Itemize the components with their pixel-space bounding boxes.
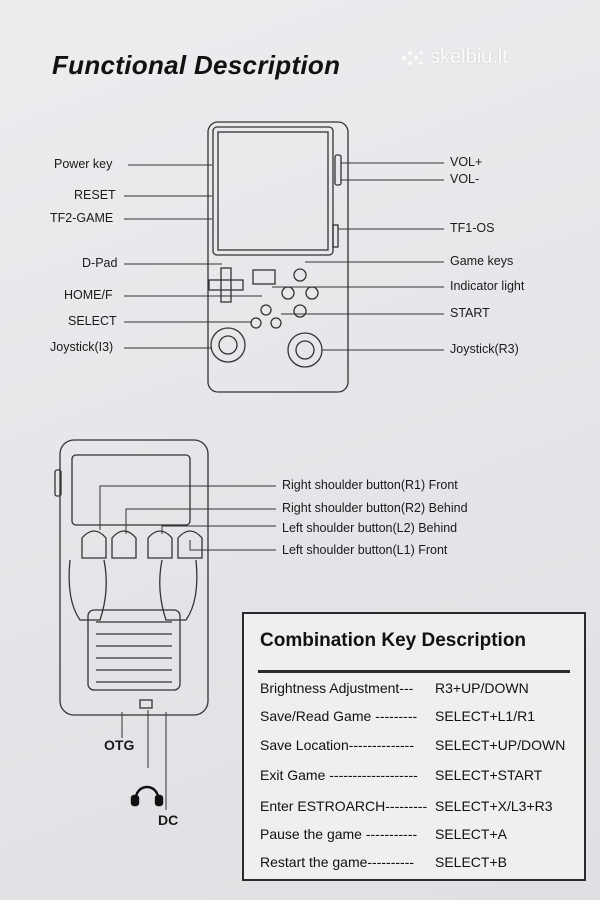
combo-dash: ---------: [385, 798, 428, 814]
combo-row: Brightness Adjustment--- R3+UP/DOWN: [260, 680, 529, 696]
combo-row: Enter ESTROARCH--------- SELECT+X/L3+R3: [260, 798, 553, 814]
label-start: START: [450, 306, 490, 320]
combination-key-box: Combination Key Description Brightness A…: [242, 612, 586, 881]
combo-value: R3+UP/DOWN: [435, 680, 529, 696]
combination-rule: [258, 670, 570, 673]
back-device-body: [59, 439, 209, 716]
l1-button-shape: [81, 530, 107, 559]
front-screen: [217, 131, 329, 251]
l2-button-shape: [111, 530, 137, 559]
right-grip: [159, 559, 198, 621]
page-title: Functional Description: [52, 50, 341, 80]
combo-label: Restart the game: [260, 854, 368, 870]
start-button: [270, 317, 282, 329]
combo-row: Save/Read Game --------- SELECT+L1/R1: [260, 708, 535, 724]
label-l1: Left shoulder button(L1) Front: [282, 543, 448, 557]
front-device-body: [207, 121, 349, 393]
combo-value: SELECT+UP/DOWN: [435, 737, 566, 753]
combo-label: Exit Game: [260, 767, 326, 783]
label-vol-minus: VOL-: [450, 172, 480, 186]
combo-value: SELECT+X/L3+R3: [435, 798, 553, 814]
r1-button-shape: [177, 530, 203, 559]
r2-button-shape: [147, 530, 173, 559]
label-joystick-r3: Joystick(R3): [450, 342, 519, 356]
dpad-horizontal: [208, 279, 244, 291]
label-r1: Right shoulder button(R1) Front: [282, 478, 458, 492]
label-l2: Left shoulder button(L2) Behind: [282, 521, 458, 535]
dpad-vertical: [220, 267, 232, 303]
combo-label: Save Location: [260, 737, 349, 753]
combo-label: Enter ESTROARCH: [260, 798, 386, 814]
combo-label: Pause the game: [260, 826, 362, 842]
label-home-f: HOME/F: [64, 288, 113, 302]
button-a: [305, 286, 319, 300]
button-x: [293, 268, 307, 282]
left-joystick-ring: [210, 327, 246, 363]
left-grip: [68, 559, 107, 621]
combination-title: Combination Key Description: [260, 630, 527, 651]
home-button: [260, 304, 272, 316]
left-joystick-cap: [218, 335, 238, 355]
back-side-button: [54, 469, 62, 497]
usb-port: [139, 699, 153, 709]
combo-dash: --------------: [348, 737, 415, 753]
back-screen-shadow: [71, 454, 191, 526]
label-dc: DC: [158, 812, 179, 828]
label-vol-plus: VOL+: [450, 155, 483, 169]
volume-rocker: [334, 154, 342, 186]
right-joystick-ring: [287, 332, 323, 368]
combo-label: Save/Read Game: [260, 708, 372, 724]
label-reset: RESET: [74, 188, 116, 202]
label-otg: OTG: [104, 737, 135, 753]
button-y: [281, 286, 295, 300]
combo-value: SELECT+B: [435, 854, 507, 870]
label-joystick-l3: Joystick(I3): [50, 340, 114, 354]
label-tf2-game: TF2-GAME: [50, 211, 114, 225]
label-r2: Right shoulder button(R2) Behind: [282, 501, 468, 515]
combo-dash: -----------: [361, 826, 418, 842]
watermark: skelbiu.lt: [400, 46, 508, 69]
right-joystick-cap: [295, 340, 315, 360]
tf1-slot: [332, 224, 339, 248]
combo-dash: ----------: [367, 854, 415, 870]
label-select: SELECT: [68, 314, 117, 328]
combo-row: Exit Game ------------------- SELECT+STA…: [260, 767, 542, 783]
combo-label: Brightness Adjustment: [260, 680, 400, 696]
combo-value: SELECT+L1/R1: [435, 708, 535, 724]
combo-dash: ---: [399, 680, 414, 696]
label-power-key: Power key: [54, 157, 113, 171]
watermark-dots-icon: [402, 50, 423, 65]
headphone-icon: [130, 785, 164, 807]
label-indicator-light: Indicator light: [450, 279, 525, 293]
back-vent-panel: [87, 609, 181, 691]
combo-value: SELECT+START: [435, 767, 543, 783]
combo-dash: ---------: [371, 708, 418, 724]
front-screen-bezel: [212, 126, 334, 256]
combo-dash: -------------------: [325, 767, 418, 783]
button-b: [293, 304, 307, 318]
label-game-keys: Game keys: [450, 254, 514, 268]
combo-row: Pause the game ----------- SELECT+A: [260, 826, 507, 842]
speaker-grille: [252, 269, 276, 285]
select-button: [250, 317, 262, 329]
combo-value: SELECT+A: [435, 826, 507, 842]
label-d-pad: D-Pad: [82, 256, 118, 270]
combo-row: Restart the game---------- SELECT+B: [260, 854, 507, 870]
watermark-text: skelbiu.lt: [430, 46, 508, 68]
label-tf1-os: TF1-OS: [450, 221, 495, 235]
combo-row: Save Location-------------- SELECT+UP/DO…: [260, 737, 565, 753]
